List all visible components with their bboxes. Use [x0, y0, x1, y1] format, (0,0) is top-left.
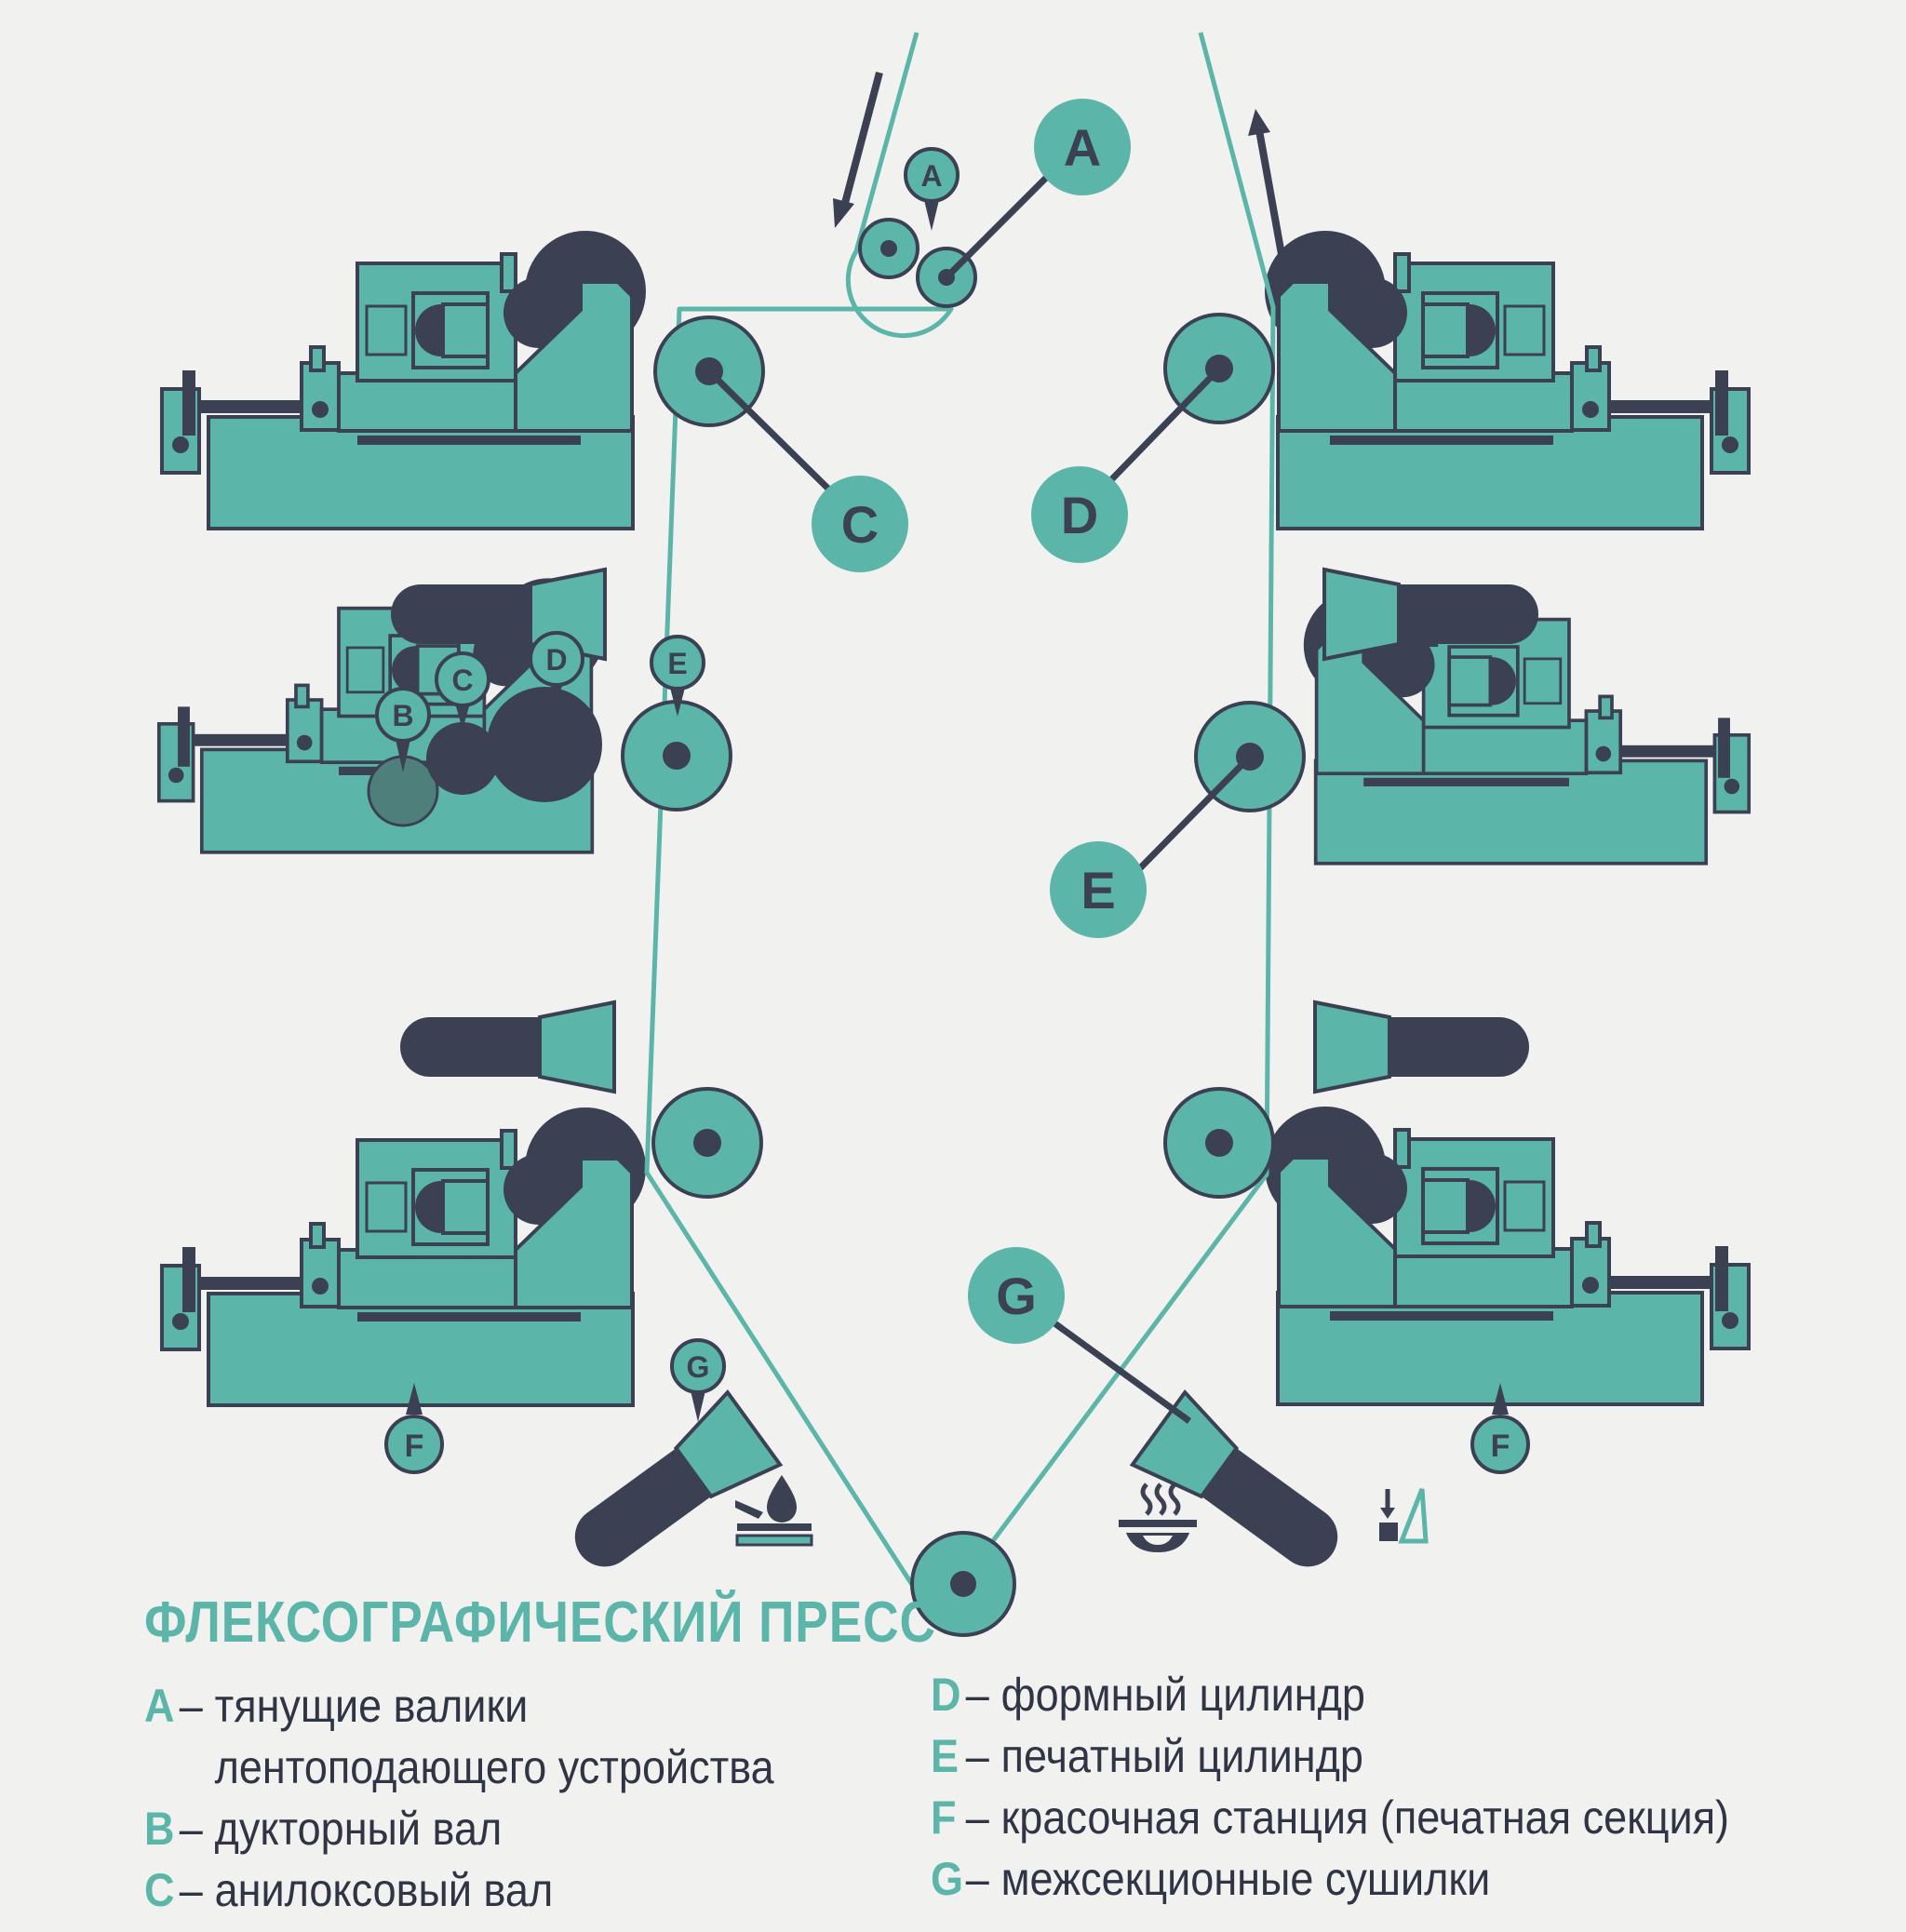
- svg-text:C: C: [841, 495, 879, 554]
- dryer-bottom-right: [1133, 1392, 1359, 1590]
- press-unit-left-bottom: [160, 1106, 648, 1407]
- legend-left: A–тянущие валики лентоподающего устройст…: [144, 1675, 844, 1921]
- svg-text:F: F: [405, 1429, 424, 1464]
- legend-item-b: B–дукторный вал: [144, 1803, 503, 1855]
- legend-item-e: E–печатный цилиндр: [931, 1730, 1363, 1782]
- impression-cylinder-right-bottom: [1163, 1087, 1275, 1199]
- label-f-pin-right: F: [1470, 1383, 1530, 1474]
- svg-text:A: A: [920, 159, 942, 193]
- label-c-big: C: [812, 476, 908, 572]
- leader-a: [944, 160, 1064, 280]
- impression-cylinder-left-middle: [621, 700, 732, 812]
- label-g-pin: G: [670, 1338, 726, 1422]
- legend-item-g: G–межсекционные сушилки: [931, 1853, 1491, 1905]
- svg-text:E: E: [1081, 861, 1115, 919]
- svg-text:F: F: [1491, 1429, 1510, 1464]
- label-a-big: A: [1034, 99, 1131, 195]
- pressure-weight-icon: [1379, 1488, 1429, 1544]
- leader-d: [1100, 366, 1222, 491]
- svg-text:A: A: [1064, 118, 1101, 177]
- label-a-pin: A: [904, 147, 960, 231]
- plate-cylinder: [487, 687, 602, 802]
- label-c-pin: C: [435, 651, 490, 730]
- legend-right: D–формный цилиндр E–печатный цилиндр F–к…: [931, 1664, 1818, 1910]
- leader-e: [1131, 754, 1253, 878]
- dryer-right-lower: [1313, 1000, 1531, 1093]
- legend-item-c: C–анилоксовый вал: [144, 1864, 554, 1916]
- heat-dryer-icon: [1119, 1483, 1197, 1552]
- svg-text:G: G: [996, 1267, 1037, 1325]
- legend-item-a: A–тянущие валики: [144, 1680, 529, 1732]
- legend-item-a-continuation: лентоподающего устройства: [214, 1741, 774, 1793]
- svg-text:G: G: [687, 1350, 710, 1384]
- legend-title: ФЛЕКСОГРАФИЧЕСКИЙ ПРЕСС: [144, 1590, 936, 1655]
- svg-text:C: C: [451, 664, 473, 697]
- svg-text:D: D: [1061, 486, 1098, 544]
- svg-text:D: D: [545, 643, 567, 677]
- svg-text:B: B: [392, 699, 413, 732]
- legend-item-d: D–формный цилиндр: [931, 1669, 1365, 1721]
- legend-item-f: F–красочная станция (печатная секция): [931, 1791, 1730, 1844]
- dryer-left-lower: [398, 1000, 616, 1093]
- label-b-pin: B: [375, 687, 431, 772]
- leader-c: [706, 369, 840, 501]
- dryer-bottom-left: [555, 1392, 781, 1590]
- label-f-pin-left: F: [384, 1383, 444, 1474]
- bottom-turn-roller: [910, 1531, 1016, 1637]
- label-d-pin: D: [529, 631, 584, 700]
- svg-text:E: E: [667, 647, 687, 680]
- label-e-pin: E: [650, 635, 705, 717]
- label-g-big: G: [968, 1247, 1065, 1344]
- impression-cylinder-left-bottom: [651, 1087, 763, 1199]
- web-out-arrow: [1248, 109, 1288, 271]
- press-unit-right-bottom: [1263, 1105, 1751, 1406]
- pull-roller-1: [858, 218, 919, 279]
- web-path: [644, 32, 1276, 1622]
- anilox-roll: [426, 722, 499, 795]
- label-d-big: D: [1031, 466, 1128, 563]
- web-in-arrow: [833, 71, 883, 228]
- ink-drop-icon: [735, 1475, 813, 1547]
- label-e-big: E: [1050, 841, 1147, 938]
- press-unit-right-top: [1263, 229, 1751, 530]
- press-unit-left-top: [160, 229, 648, 530]
